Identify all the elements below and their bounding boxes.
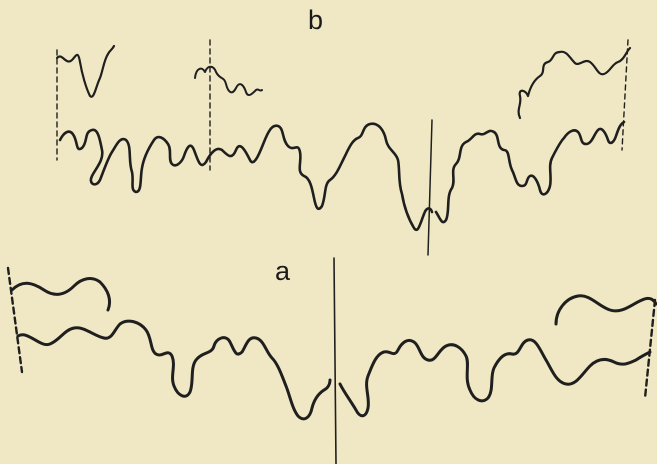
figure-b-upper-suture-middle	[194, 65, 263, 97]
figure-a-main-suture-right	[338, 338, 652, 418]
figure-a-main-suture-left	[16, 319, 332, 421]
figure-b-upper-suture-right	[517, 46, 632, 120]
figure-a-group	[6, 257, 657, 464]
figure-b-dashed-marker-right	[621, 39, 629, 151]
figure-label-a: a	[275, 256, 291, 286]
figure-b-group	[55, 39, 632, 256]
figure-label-b: b	[308, 5, 324, 35]
figure-a-center-divider	[333, 257, 337, 464]
figure-b-center-divider	[427, 119, 433, 256]
figure-a-upper-suture-left	[10, 277, 112, 312]
figure-a-upper-suture-right	[554, 294, 657, 326]
figure-b-upper-suture-left	[55, 44, 116, 98]
figure-b-main-suture-right	[434, 120, 626, 224]
figure-b-main-suture	[58, 122, 434, 232]
figure-a-dashed-marker-left	[6, 266, 24, 374]
figure-a-dashed-marker-right	[643, 298, 657, 400]
